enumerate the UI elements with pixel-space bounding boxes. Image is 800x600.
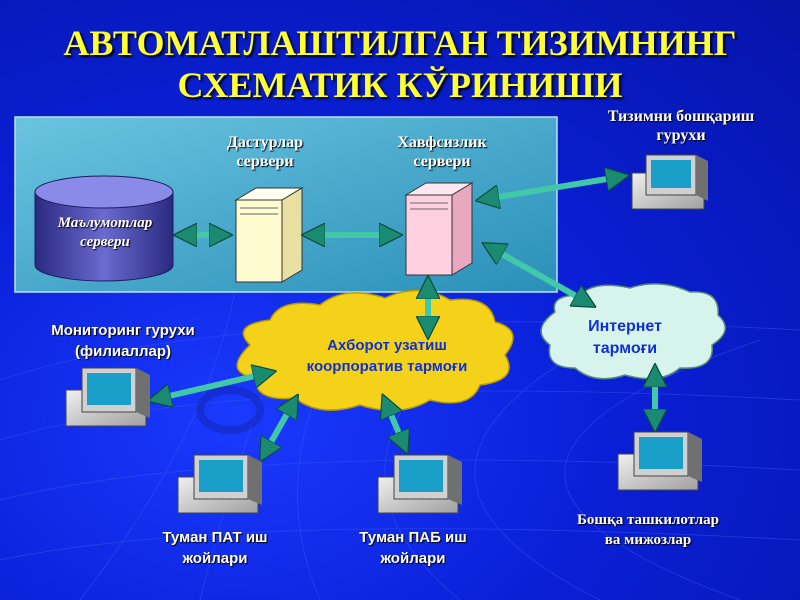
computer-icon-admin (631, 154, 708, 210)
monitoring-group-label: Мониторинг гурухи (филиаллар) (51, 322, 195, 360)
database-icon (34, 175, 174, 282)
db-server-label: Маълумотлар сервери (57, 215, 153, 250)
computer-icon-other (617, 431, 702, 491)
connections (152, 176, 655, 458)
program-server-label: Дастурлар сервери (226, 134, 304, 170)
program-server-icon (234, 187, 304, 283)
title-line-1: АВТОМАТЛАШТИЛГАН ТИЗИМНИНГ (63, 23, 737, 63)
internet-label: Интернет тармоғи (588, 318, 662, 357)
computer-icon-pab (377, 454, 462, 514)
title-line-2: СХЕМАТИК КЎРИНИШИ (177, 65, 623, 105)
district-pab-label: Туман ПАБ иш жойлари (359, 529, 467, 567)
computer-icon-monitoring (65, 367, 150, 427)
other-orgs-label: Бошқа ташкилотлар ва мижозлар (577, 512, 719, 548)
security-server-icon (404, 182, 474, 276)
computer-icon-pat (177, 454, 262, 514)
corporate-network-label: Ахборот узатиш коорпоратив тармоғи (306, 337, 468, 375)
district-pat-label: Туман ПАТ иш жойлари (162, 529, 268, 567)
admin-group-label: Тизимни бошқариш гурухи (607, 108, 755, 144)
security-server-label: Хавфсизлик сервери (397, 134, 487, 170)
